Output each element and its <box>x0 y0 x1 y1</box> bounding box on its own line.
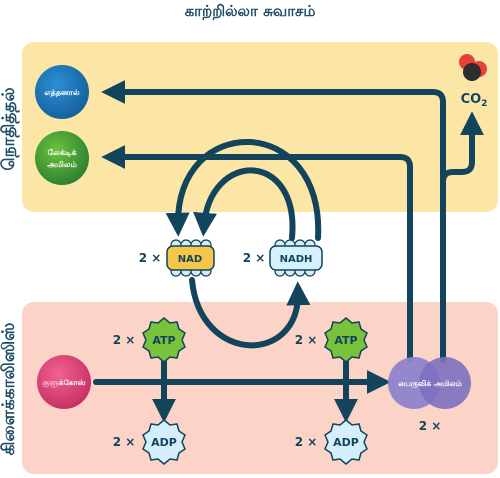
arrow-nad-to-nadh <box>189 277 311 349</box>
atp-right-label: ATP <box>334 334 357 347</box>
glycolysis-side-label: கிளைக்காலிஸிஸ் <box>0 322 19 456</box>
lactic-acid-node <box>35 131 89 185</box>
nadh-molecule <box>269 239 323 277</box>
ethanol-label: எத்தனால் <box>44 88 80 98</box>
adp-right-badge <box>324 419 368 465</box>
ethanol-node <box>35 65 89 119</box>
pyruvic-node-right <box>419 357 471 409</box>
nad-molecule <box>166 239 215 277</box>
lactic-label-line2: அமிலம் <box>47 160 77 169</box>
pyruvic-multiplier: 2 × <box>419 419 442 433</box>
glucose-label: குளுக்கோஸ் <box>42 378 86 389</box>
fermentation-region <box>22 42 498 212</box>
atp-left-label: ATP <box>152 334 175 347</box>
arrow-pyruvic-to-ethanol <box>101 80 446 363</box>
adp-left-label: ADP <box>151 436 177 449</box>
lactic-label-line1: லேக்டிக் <box>48 148 77 158</box>
adp-right-multiplier: 2 × <box>295 435 318 449</box>
nad-multiplier: 2 × <box>139 251 162 265</box>
adp-left-badge <box>142 419 186 465</box>
co2-molecule-icon <box>459 54 487 81</box>
nadh-label: NADH <box>280 254 313 265</box>
glycolysis-region <box>22 302 498 474</box>
arrow-nadh-to-nad-inner <box>193 167 296 241</box>
nadh-multiplier: 2 × <box>243 251 266 265</box>
co2-label: CO2 <box>461 92 488 109</box>
atp-right-badge <box>324 317 368 363</box>
adp-left-multiplier: 2 × <box>113 435 136 449</box>
pyruvic-label: பைருவிக் அமிலம் <box>398 379 463 389</box>
atp-right-multiplier: 2 × <box>295 333 318 347</box>
atp-left-multiplier: 2 × <box>113 333 136 347</box>
adp-right-label: ADP <box>333 436 359 449</box>
fermentation-side-label: நொதித்தல் <box>0 87 19 171</box>
glucose-node <box>37 355 91 409</box>
arrow-pyruvic-to-lactic <box>101 145 413 363</box>
arrow-to-co2 <box>440 111 484 185</box>
diagram-title: காற்றில்லா சுவாசம் <box>184 2 316 20</box>
arrow-nadh-to-nad-outer <box>165 139 322 241</box>
atp-left-badge <box>142 317 186 363</box>
nad-label: NAD <box>178 254 202 265</box>
